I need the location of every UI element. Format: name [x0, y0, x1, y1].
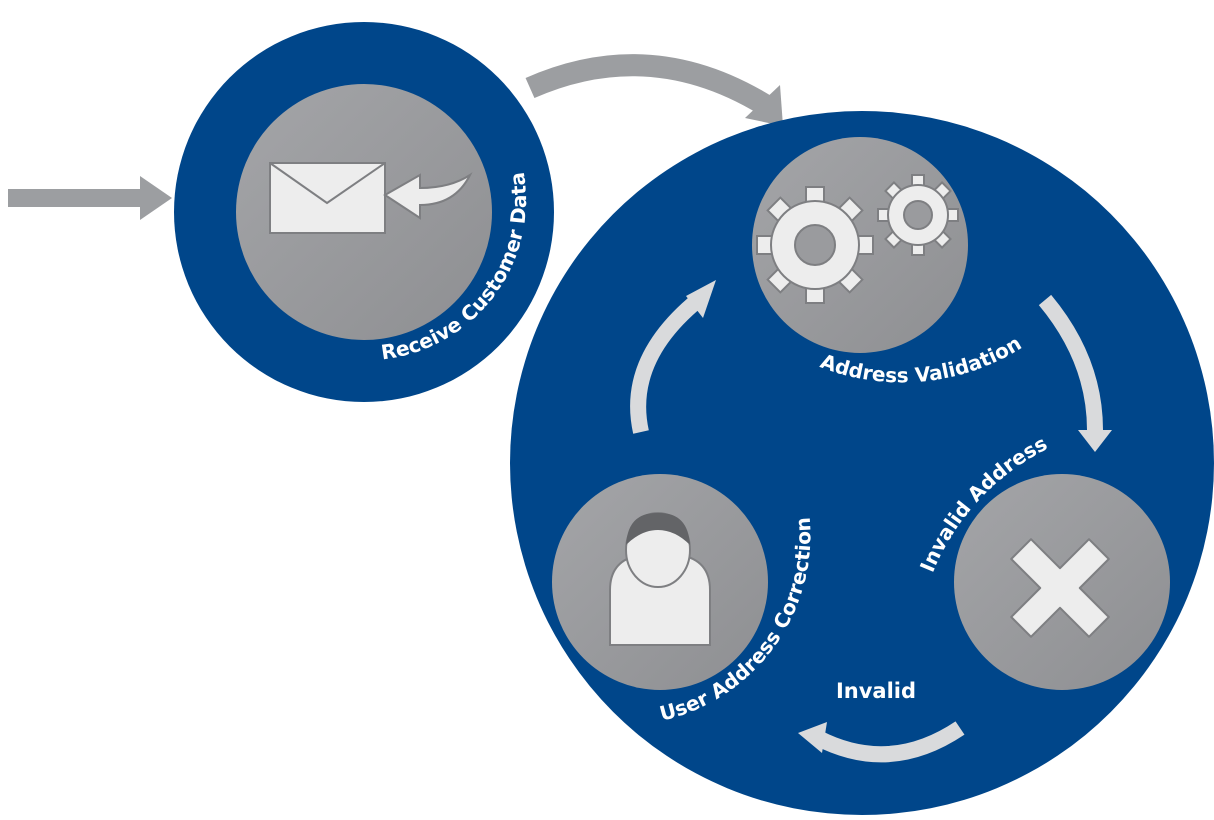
connector-arrow — [525, 54, 783, 126]
x-mark-icon — [1010, 538, 1110, 638]
invalid-address-step — [954, 474, 1170, 690]
gears-icon — [756, 174, 959, 304]
cycle-arrow-to-correction — [798, 721, 965, 763]
envelope-icon — [269, 162, 473, 234]
cycle-arrow-to-validation — [630, 280, 716, 434]
receive-customer-data-step: Receive Customer Data — [174, 22, 554, 402]
user-icon — [609, 512, 711, 646]
invalid-label: Invalid — [836, 679, 916, 703]
incoming-arrow — [8, 176, 172, 220]
cycle-arrow-to-invalid — [1038, 294, 1112, 452]
